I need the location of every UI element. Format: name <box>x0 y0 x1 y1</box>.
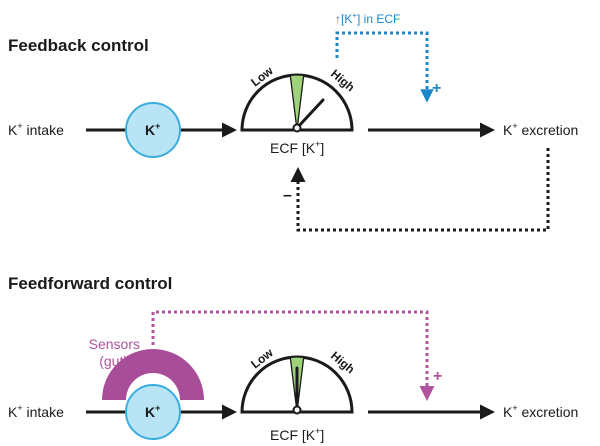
feedforward-plus-sign: + <box>433 368 442 385</box>
feedforward-ion-label: K+ <box>145 403 160 420</box>
feedback-intake-label: K+ intake <box>8 121 64 138</box>
feedback-ecf-label: ECF [K+] <box>270 139 324 156</box>
feedforward-potassium-ion <box>125 384 181 440</box>
feedforward-excretion-label: K+ excretion <box>503 403 578 420</box>
gut-sensor-arc <box>102 349 204 400</box>
feedback-potassium-ion <box>125 102 181 158</box>
feedforward-sensor-label-line1: Sensors <box>89 336 140 352</box>
feedforward-title: Feedforward control <box>8 274 172 293</box>
feedback-ion-label: K+ <box>145 121 160 138</box>
feedback-minus-sign: – <box>283 187 292 204</box>
feedback-ecf-signal-path <box>335 31 434 103</box>
feedback-ecf-gauge: Low High <box>240 63 358 133</box>
feedforward-signal-path <box>151 310 435 401</box>
feedback-panel: Feedback control K+ intake K+ Low High E… <box>8 11 578 232</box>
feedback-ecf-signal-label: ↑[K+] in ECF <box>335 11 400 26</box>
feedforward-ecf-gauge: Low High <box>240 345 358 415</box>
feedback-negative-loop <box>290 148 550 232</box>
feedback-excretion-label: K+ excretion <box>503 121 578 138</box>
feedback-gauge-needle <box>295 98 325 130</box>
feedback-normal-range-band <box>289 74 305 131</box>
feedforward-intake-label: K+ intake <box>8 403 64 420</box>
feedforward-panel: Feedforward control + Sensors (gut) K+ i… <box>8 274 578 443</box>
feedback-title: Feedback control <box>8 36 149 55</box>
feedback-plus-sign: + <box>432 80 441 97</box>
feedforward-ecf-label: ECF [K+] <box>270 426 324 443</box>
